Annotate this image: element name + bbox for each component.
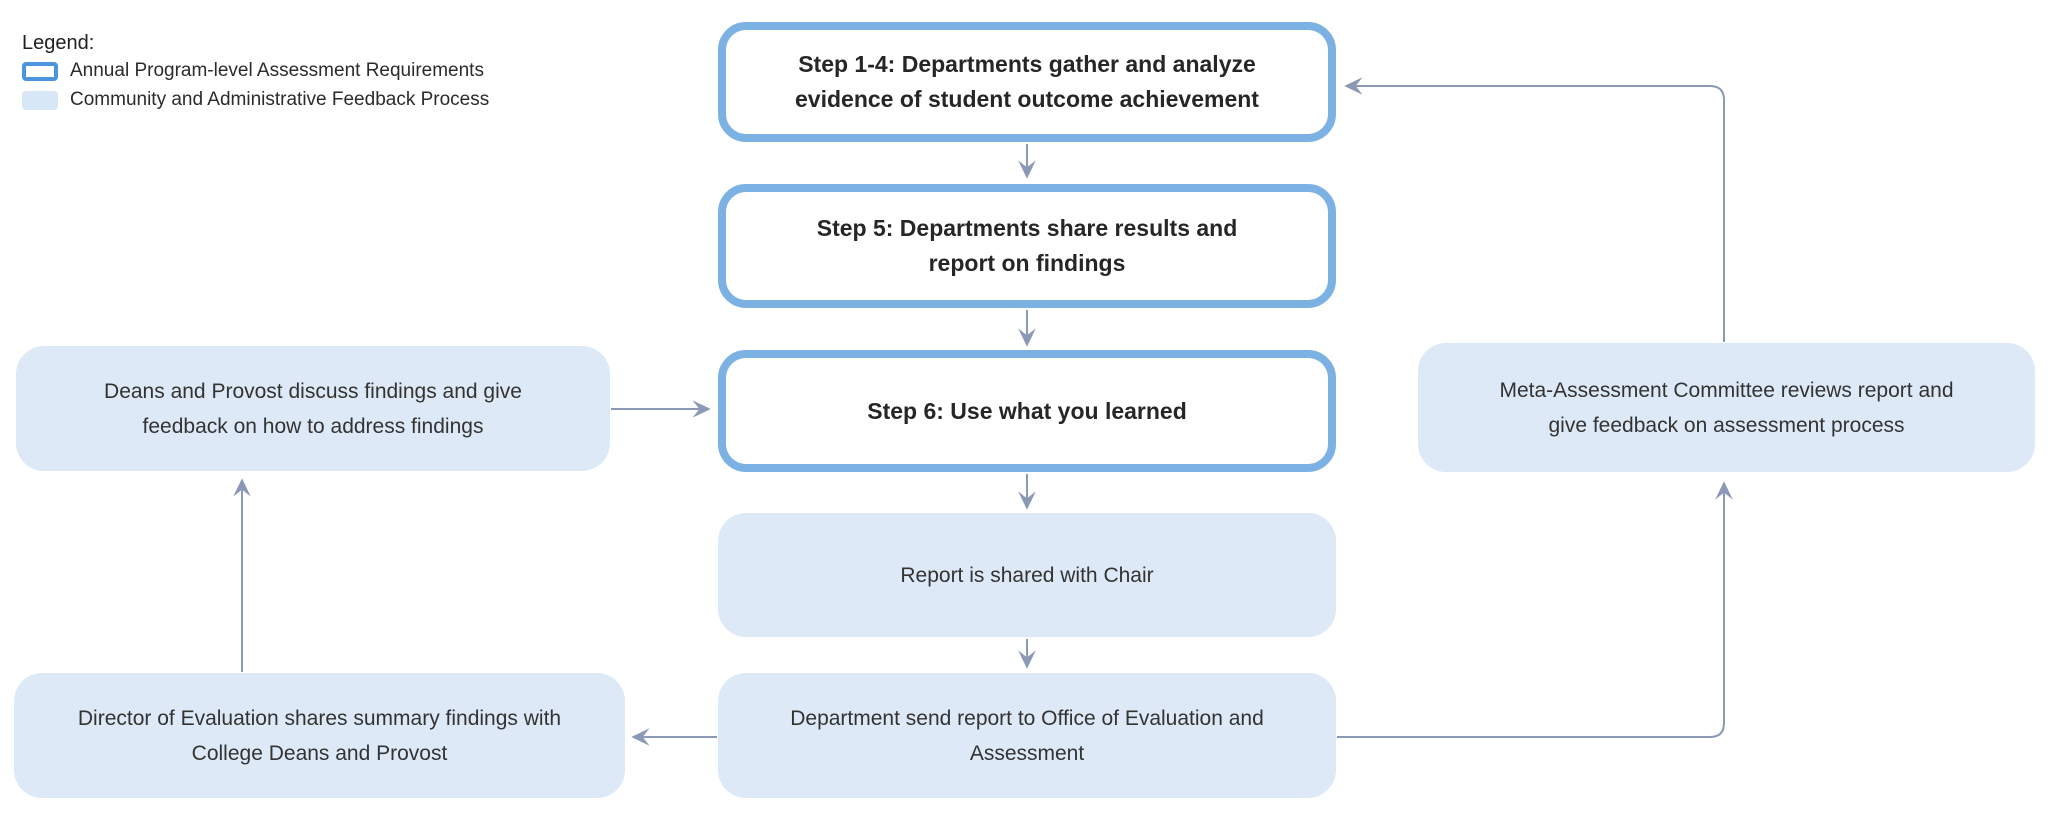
node-label: Step 6: Use what you learned	[867, 397, 1187, 424]
legend-item-label: Community and Administrative Feedback Pr…	[70, 89, 490, 110]
node-label: Meta-Assessment Committee reviews report…	[1499, 378, 1954, 437]
node-meta-assessment-committee: Meta-Assessment Committee reviews report…	[1418, 343, 2035, 472]
node-director-shares-findings: Director of Evaluation shares summary fi…	[14, 673, 625, 798]
node-label: Director of Evaluation shares summary fi…	[77, 706, 562, 765]
legend-title: Legend:	[22, 32, 95, 54]
legend-item-annual-requirements: Annual Program-level Assessment Requirem…	[22, 60, 489, 82]
node-label: Deans and Provost discuss findings and g…	[104, 379, 522, 438]
node-step-5: Step 5: Departments share results and re…	[718, 184, 1336, 308]
node-department-sends-report: Department send report to Office of Eval…	[718, 673, 1336, 798]
edge-dept-to-meta	[1337, 481, 1733, 738]
edge-meta-to-step14	[1344, 77, 1725, 342]
legend: Legend: Annual Program-level Assessment …	[22, 30, 489, 118]
legend-item-label: Annual Program-level Assessment Requirem…	[70, 60, 484, 81]
node-label: Step 1-4: Departments gather and analyze…	[795, 51, 1259, 112]
node-label: Report is shared with Chair	[900, 563, 1154, 587]
node-step-6: Step 6: Use what you learned	[718, 350, 1336, 472]
requirement-swatch-icon	[22, 61, 58, 81]
feedback-swatch-icon	[22, 90, 58, 110]
node-label: Department send report to Office of Eval…	[790, 706, 1264, 765]
node-deans-provost-discuss: Deans and Provost discuss findings and g…	[16, 346, 610, 471]
node-report-shared-with-chair: Report is shared with Chair	[718, 513, 1336, 637]
node-step-1-4: Step 1-4: Departments gather and analyze…	[718, 22, 1336, 142]
legend-item-feedback-process: Community and Administrative Feedback Pr…	[22, 89, 489, 111]
node-label: Step 5: Departments share results and re…	[816, 215, 1238, 276]
